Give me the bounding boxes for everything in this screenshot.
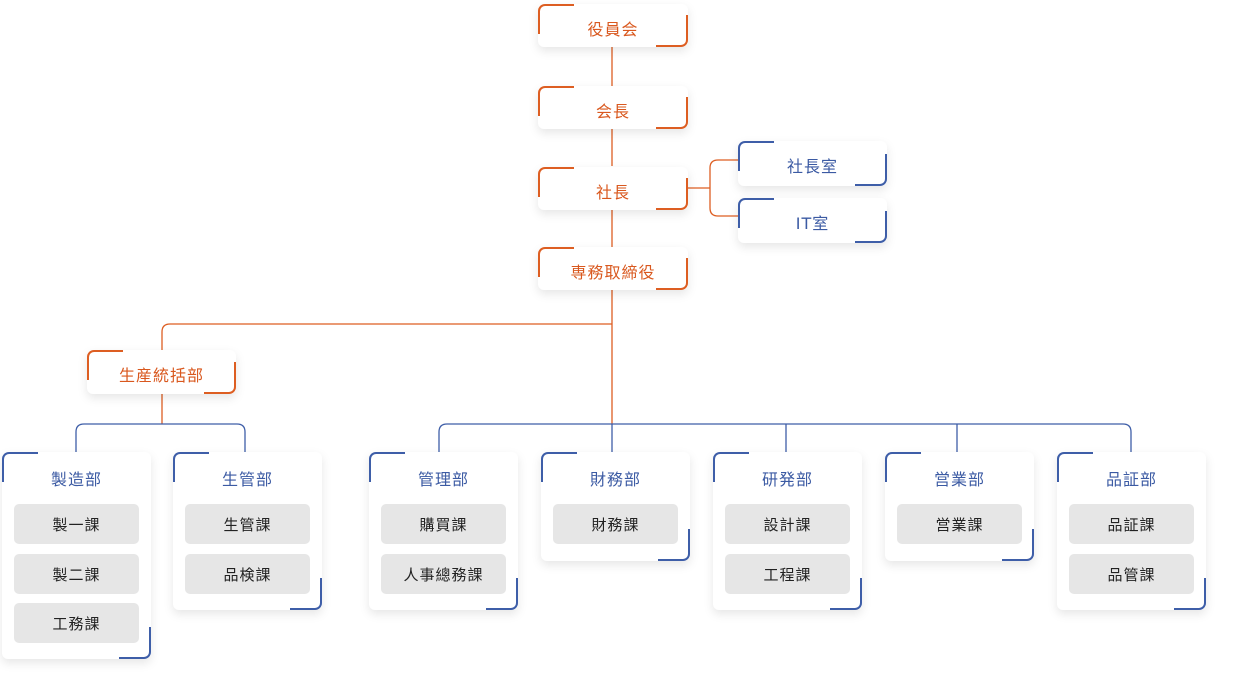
- dept-label: 品証部: [1105, 470, 1157, 489]
- node-president-office[interactable]: 社長室: [738, 141, 887, 186]
- connector-md-depts: [438, 423, 1132, 452]
- corner-bracket: [656, 97, 688, 129]
- dept-finance[interactable]: 財務部 財務課: [541, 452, 690, 561]
- corner-bracket: [538, 247, 574, 277]
- node-label: IT室: [795, 214, 830, 233]
- dept-label: 生管部: [221, 470, 273, 489]
- corner-bracket: [658, 529, 690, 561]
- section-item[interactable]: 財務課: [553, 504, 678, 544]
- dept-label: 財務部: [589, 470, 641, 489]
- corner-bracket: [369, 452, 405, 482]
- section-item[interactable]: 購買課: [381, 504, 506, 544]
- dept-administration[interactable]: 管理部 購買課 人事總務課: [369, 452, 518, 610]
- corner-bracket: [541, 452, 577, 482]
- node-board[interactable]: 役員会: [538, 4, 688, 47]
- dept-rnd[interactable]: 研発部 設計課 工程課: [713, 452, 862, 610]
- section-item[interactable]: 営業課: [897, 504, 1022, 544]
- corner-bracket: [538, 4, 574, 34]
- connector-president-offices: [688, 159, 738, 217]
- node-it-office[interactable]: IT室: [738, 198, 887, 243]
- corner-bracket: [1174, 578, 1206, 610]
- section-item[interactable]: 工程課: [725, 554, 850, 594]
- dept-label: 管理部: [417, 470, 469, 489]
- corner-bracket: [656, 258, 688, 290]
- corner-bracket: [830, 578, 862, 610]
- section-item[interactable]: 生管課: [185, 504, 310, 544]
- corner-bracket: [855, 211, 887, 243]
- corner-bracket: [290, 578, 322, 610]
- dept-manufacturing[interactable]: 製造部 製一課 製二課 工務課: [2, 452, 151, 659]
- corner-bracket: [738, 141, 774, 171]
- dept-label: 研発部: [761, 470, 813, 489]
- dept-sales[interactable]: 営業部 営業課: [885, 452, 1034, 561]
- node-label: 会長: [595, 102, 630, 121]
- section-item[interactable]: 人事總務課: [381, 554, 506, 594]
- node-label: 専務取締役: [570, 263, 656, 282]
- corner-bracket: [204, 362, 236, 394]
- corner-bracket: [855, 154, 887, 186]
- section-item[interactable]: 製二課: [14, 554, 139, 594]
- corner-bracket: [885, 452, 921, 482]
- corner-bracket: [656, 15, 688, 47]
- corner-bracket: [2, 452, 38, 482]
- node-president[interactable]: 社長: [538, 167, 688, 210]
- node-production-hq[interactable]: 生産統括部: [87, 350, 236, 394]
- corner-bracket: [538, 167, 574, 197]
- dept-production-control[interactable]: 生管部 生管課 品検課: [173, 452, 322, 610]
- dept-quality[interactable]: 品証部 品証課 品管課: [1057, 452, 1206, 610]
- corner-bracket: [656, 178, 688, 210]
- node-chairman[interactable]: 会長: [538, 86, 688, 129]
- section-item[interactable]: 工務課: [14, 603, 139, 643]
- node-label: 社長: [595, 183, 630, 202]
- corner-bracket: [486, 578, 518, 610]
- corner-bracket: [713, 452, 749, 482]
- connector-md-production-hq: [161, 323, 612, 350]
- section-item[interactable]: 品証課: [1069, 504, 1194, 544]
- corner-bracket: [1002, 529, 1034, 561]
- connector-hq-depts: [75, 423, 246, 452]
- corner-bracket: [1057, 452, 1093, 482]
- corner-bracket: [738, 198, 774, 228]
- corner-bracket: [119, 627, 151, 659]
- section-item[interactable]: 製一課: [14, 504, 139, 544]
- node-senior-md[interactable]: 専務取締役: [538, 247, 688, 290]
- node-label: 役員会: [587, 20, 639, 39]
- node-label: 社長室: [786, 157, 838, 176]
- node-label: 生産統括部: [118, 366, 204, 385]
- corner-bracket: [87, 350, 123, 380]
- dept-label: 営業部: [933, 470, 985, 489]
- corner-bracket: [173, 452, 209, 482]
- dept-label: 製造部: [50, 470, 102, 489]
- corner-bracket: [538, 86, 574, 116]
- section-item[interactable]: 品検課: [185, 554, 310, 594]
- section-item[interactable]: 設計課: [725, 504, 850, 544]
- section-item[interactable]: 品管課: [1069, 554, 1194, 594]
